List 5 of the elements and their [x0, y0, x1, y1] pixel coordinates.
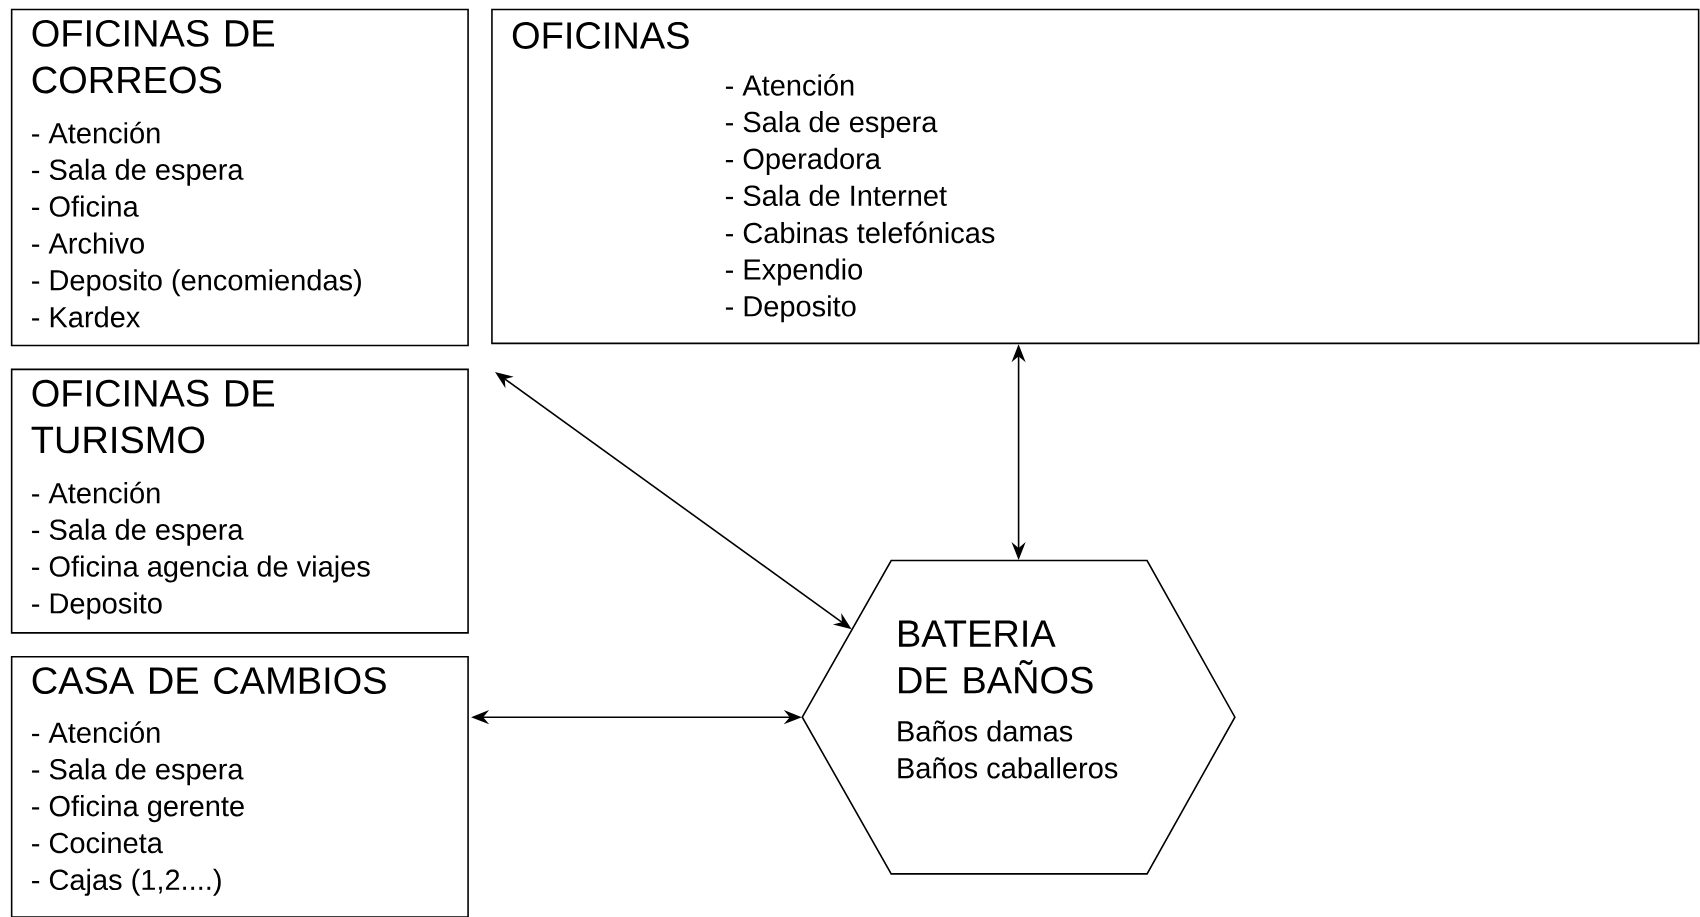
room-box: CASA DE CAMBIOS - Atención - Sala de espera - Oficina gerente - Cocineta - Cajas (1,2....) [10, 655, 469, 917]
room-box: OFICINAS DE TURISMO - Atención - Sala de espera - Oficina agencia de viajes - Deposito [10, 368, 469, 634]
room-box: OFICINAS DE CORREOS - Atención - Sala de espera - Oficina - Archivo - Deposito (encomiendas) - Kardex [10, 8, 469, 347]
room-box: OFICINAS - Atención - Sala de espera - Operadora - Sala de Internet - Cabinas telefónicas - Expendio - Deposito [491, 8, 1700, 345]
hexagon-box: BATERIA DE BAÑOS Baños damas Baños caballeros [801, 559, 1236, 875]
